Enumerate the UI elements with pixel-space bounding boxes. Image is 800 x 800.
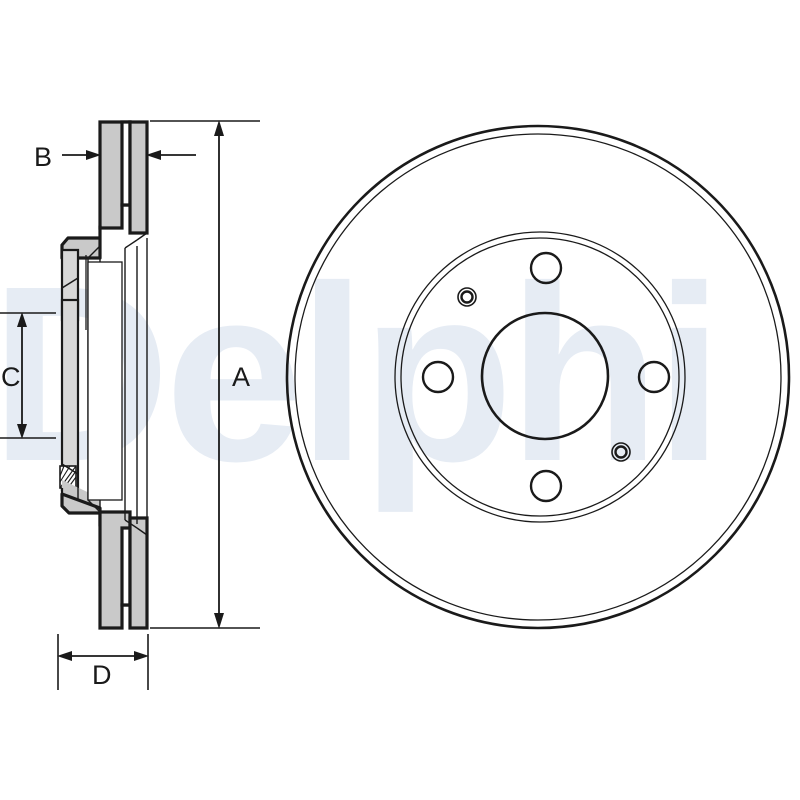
dimension-A-group xyxy=(150,120,260,629)
dimension-D-arrowhead-right xyxy=(134,651,149,661)
disc-outer-edge xyxy=(285,124,791,630)
hub-ring-outer xyxy=(394,231,686,523)
dimension-D-arrowhead-left xyxy=(57,651,72,661)
pilot-hole-lower-right xyxy=(611,442,631,462)
dimension-B-label: B xyxy=(34,142,52,172)
disc-inner-edge xyxy=(294,133,782,621)
pilot-hole-upper-left xyxy=(457,287,477,307)
dimension-D-group xyxy=(57,634,149,690)
hub-ring-inner xyxy=(400,237,680,517)
dimension-C-arrowhead-top xyxy=(17,312,27,327)
front-face-view xyxy=(285,124,791,630)
section-inboard-plate-lower xyxy=(128,516,149,630)
dimension-B-group xyxy=(62,150,196,160)
section-hub-wall-middle xyxy=(60,298,80,492)
dimension-B-arrowhead-right xyxy=(146,150,161,160)
dimension-B-arrowhead-left xyxy=(86,150,101,160)
section-chamfer-marks xyxy=(61,277,79,475)
section-inboard-plate-upper xyxy=(128,120,149,235)
bolt-hole-right xyxy=(637,360,671,394)
bolt-hole-top xyxy=(529,251,563,285)
dimension-C-arrowhead-bottom xyxy=(17,424,27,439)
dimension-C-label: C xyxy=(1,362,21,392)
section-inner-bore-cavity xyxy=(87,261,123,501)
dimension-D-label: D xyxy=(92,660,112,690)
dimension-A-arrowhead-top xyxy=(214,120,224,136)
dimension-A-label: A xyxy=(232,362,250,392)
bolt-hole-bottom xyxy=(529,469,563,503)
cross-section-view xyxy=(59,120,149,630)
bolt-hole-left xyxy=(421,360,455,394)
center-bore xyxy=(480,311,610,441)
dimension-A-arrowhead-bottom xyxy=(214,613,224,629)
dimension-C-group xyxy=(0,312,56,439)
